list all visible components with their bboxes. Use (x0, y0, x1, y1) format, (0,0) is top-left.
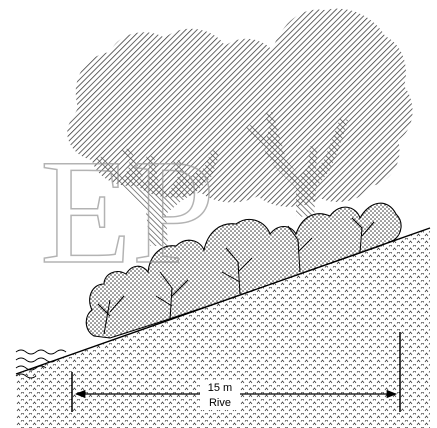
watermark: EP (40, 129, 215, 295)
measure-value: 15 m (208, 382, 232, 394)
measure-caption: Rive (209, 397, 231, 409)
